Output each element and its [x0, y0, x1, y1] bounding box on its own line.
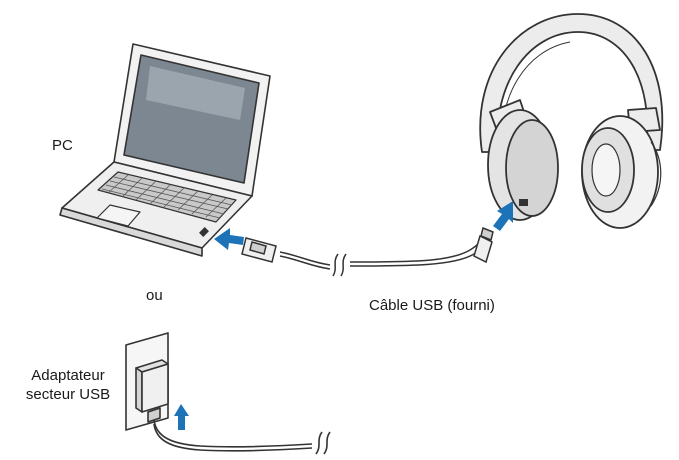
usb-adapter-label-line2: secteur USB: [25, 386, 111, 403]
arrow-icon: [493, 201, 513, 231]
wall-adapter-icon: [125, 332, 331, 455]
usb-adapter-label-line1: Adaptateur: [31, 367, 105, 384]
usb-plug-icon: [241, 237, 277, 263]
micro-usb-plug-icon: [473, 226, 494, 264]
or-label: ou: [146, 287, 163, 304]
laptop-icon: [59, 43, 271, 257]
pc-label: PC: [52, 137, 73, 154]
usb-cable-label: Câble USB (fourni): [369, 297, 495, 314]
headphones-icon: [479, 13, 664, 229]
arrow-icon: [214, 228, 244, 250]
usb-adapter-label: Adaptateur secteur USB: [12, 366, 124, 404]
arrow-icon: [174, 404, 189, 430]
usb-cable: [279, 231, 491, 277]
